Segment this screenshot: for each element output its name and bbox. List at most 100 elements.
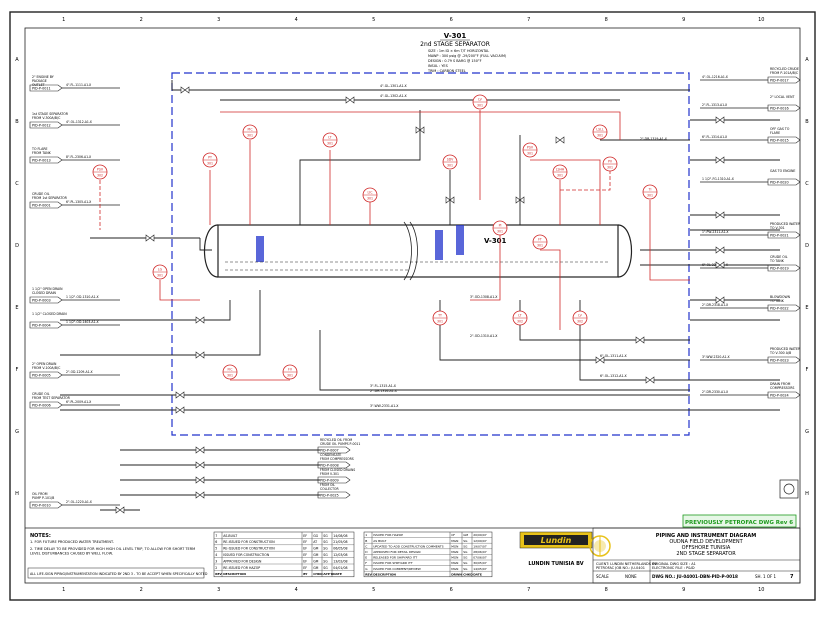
revision-header: BY [303, 572, 308, 576]
off-page-connector-tag[interactable]: PID-P-0012 [32, 124, 51, 128]
note-item: LEVEL DISTURBANCES CAUSED BY WELL FLOW. [30, 552, 113, 556]
valve-icon[interactable] [175, 406, 185, 414]
off-page-connector-tag[interactable]: PID-P-0010 [32, 504, 51, 508]
valve-icon[interactable] [195, 351, 205, 359]
valve-icon[interactable] [345, 96, 355, 104]
off-page-connector-tag[interactable]: PID-P-0016 [770, 107, 789, 111]
instrument-function: LV [578, 314, 582, 318]
valve-icon[interactable] [715, 156, 725, 164]
off-page-connector-tag[interactable]: PID-P-0013 [32, 159, 51, 163]
valve-icon[interactable] [635, 336, 645, 344]
revision-cell: 2 [215, 566, 217, 570]
off-page-connector-tag[interactable]: PID-P-0003 [32, 299, 51, 303]
off-page-connector-tag[interactable]: PID-P-0025 [320, 494, 339, 498]
valve-icon[interactable] [645, 376, 655, 384]
valve-icon[interactable] [555, 136, 565, 144]
revision-cell: 13/02/08 [333, 559, 347, 563]
valve-icon[interactable] [715, 261, 725, 269]
valve-icon[interactable] [415, 126, 425, 134]
off-page-connector-tag[interactable]: PID-P-0011 [32, 87, 51, 91]
off-page-connector-tag[interactable]: PID-P-0006 [32, 404, 51, 408]
instrument-loop-number: 301 [327, 142, 333, 146]
valve-icon[interactable] [515, 196, 525, 204]
off-page-connector-tag[interactable]: PID-P-0005 [32, 374, 51, 378]
valve-icon[interactable] [595, 356, 605, 364]
valve-icon[interactable] [195, 476, 205, 484]
petrofac-job: PETROFAC JOB NO.: JU-0401 [596, 566, 645, 570]
off-page-connector-tag[interactable]: PID-P-0024 [770, 394, 789, 398]
valve-icon[interactable] [195, 446, 205, 454]
off-page-connector-tag[interactable]: PID-P-0007 [320, 449, 339, 453]
off-page-connector-tag[interactable]: PID-P-0021 [770, 234, 789, 238]
off-page-connector-tag[interactable]: PID-P-0023 [770, 359, 789, 363]
grid-col-ref: 8 [605, 587, 608, 593]
revision-cell: AS-BUILT [223, 534, 237, 538]
valve-icon[interactable] [195, 316, 205, 324]
revision-cell: GM [313, 547, 318, 551]
connector-description: CONDENSATE [320, 453, 341, 457]
revision-cell: 4 [215, 553, 217, 557]
revision-cell: 12/03/08 [333, 553, 347, 557]
revision-header: REV [215, 572, 222, 576]
valve-icon[interactable] [180, 86, 190, 94]
instrument-function: LT [328, 136, 331, 140]
off-page-connector-tag[interactable]: PID-P-0001 [32, 204, 51, 208]
valve-icon[interactable] [115, 506, 125, 514]
skid-limit-boundary [171, 72, 690, 436]
revision-cell: 20/09/07 [473, 533, 487, 537]
off-page-connector-tag[interactable]: PID-P-0020 [770, 181, 789, 185]
valve-icon[interactable] [715, 246, 725, 254]
off-page-connector-tag[interactable]: PID-P-0009 [320, 479, 339, 483]
revision-cell: EF [303, 553, 307, 557]
off-page-connector-tag[interactable]: PID-P-0004 [32, 324, 51, 328]
valve-icon[interactable] [145, 234, 155, 242]
off-page-connector-tag[interactable]: PID-P-0022 [770, 307, 789, 311]
off-page-connector-tag[interactable]: PID-P-0008 [320, 464, 339, 468]
valve-icon[interactable] [715, 116, 725, 124]
revision-cell: SG [323, 534, 328, 538]
valve-icon[interactable] [715, 211, 725, 219]
grid-col-ref: 5 [372, 17, 375, 23]
instrument-loop-number: 301 [207, 162, 213, 166]
revision-cell: RELEASED FOR SHIPYARD ITT [373, 556, 417, 560]
valve-icon[interactable] [175, 391, 185, 399]
line-number-label: 3"-WW-2331-A1-X [370, 404, 399, 408]
scale-label: SCALE [596, 574, 609, 579]
valve-icon[interactable] [715, 296, 725, 304]
revision-cell: SG [463, 567, 468, 571]
valve-icon[interactable] [445, 196, 455, 204]
instrument-bubble[interactable]: LT 301 [322, 132, 338, 148]
off-page-connector-tag[interactable]: PID-P-0015 [770, 139, 789, 143]
line-labels: 4"-GL-1301-A1-X4"-GL-1302-A1-X3"-OD-1308… [370, 84, 668, 408]
off-page-connector-tag[interactable]: PID-P-0017 [770, 79, 789, 83]
grid-col-ref: 7 [527, 587, 530, 593]
line-number: 6"-PL-1305-A1-X [66, 200, 92, 204]
valves [115, 86, 725, 514]
off-page-connector-tag[interactable]: PID-P-0019 [770, 267, 789, 271]
valve-icon[interactable] [195, 461, 205, 469]
valve-icon[interactable] [195, 491, 205, 499]
